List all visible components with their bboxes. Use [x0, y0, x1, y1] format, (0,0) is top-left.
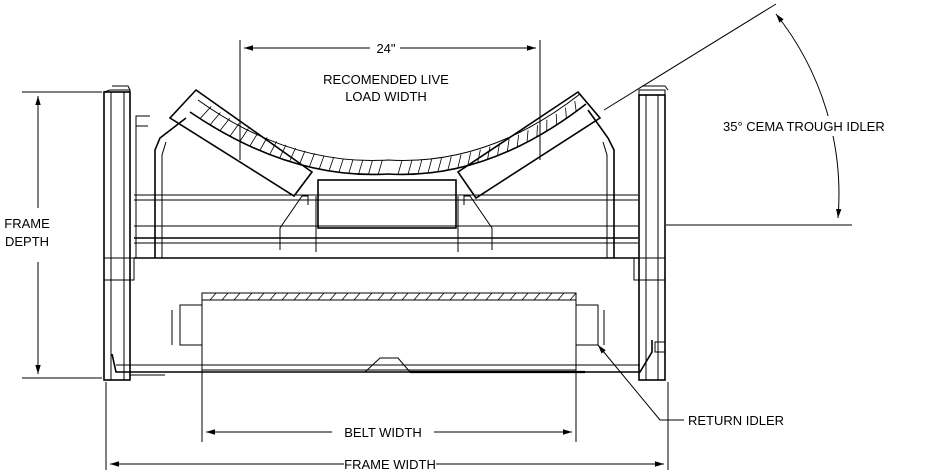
return-belt-hatch-line — [497, 292, 505, 301]
belt-hatch-line — [477, 149, 481, 163]
belt-hatch-line — [536, 125, 538, 137]
return-belt-hatch-line — [317, 292, 325, 301]
belt-hatch-line — [209, 112, 221, 126]
troughed-belt — [189, 93, 587, 176]
belt-hatch-line — [457, 154, 462, 169]
return-belt-hatch-line — [209, 292, 217, 301]
bottom-pan — [111, 340, 653, 374]
belt-hatch-line — [338, 158, 344, 173]
return-belt-hatch-line — [401, 292, 409, 301]
belt-hatch-line — [407, 160, 413, 175]
belt-hatch-line — [328, 156, 335, 172]
belt-hatch-line — [397, 160, 403, 175]
carry-idler-stands — [154, 109, 615, 258]
return-belt-hatch-line — [305, 292, 313, 301]
return-belt-hatch-line — [449, 292, 457, 301]
return-belt-hatch-line — [341, 292, 349, 301]
belt-hatch-line — [269, 141, 277, 155]
return-belt-hatch-line — [545, 292, 553, 301]
belt-hatch-line — [516, 134, 520, 148]
return-belt-hatch-line — [221, 292, 229, 301]
belt-hatch-line — [279, 144, 287, 159]
return-idler-label: RETURN IDLER — [688, 413, 784, 428]
return-belt-hatch-line — [293, 292, 301, 301]
trough-angle-label: 35° CEMA TROUGH IDLER — [723, 119, 885, 134]
belt-hatch-line — [447, 156, 452, 171]
belt-hatch-line — [239, 128, 249, 142]
trough-angle-dimension — [603, 3, 852, 226]
belt-hatch-line — [199, 106, 212, 119]
belt-hatch-line — [367, 160, 373, 175]
frame-depth-label-line2: DEPTH — [5, 234, 49, 249]
belt-width-label: BELT WIDTH — [344, 425, 422, 440]
belt-hatch-line — [565, 107, 567, 119]
return-belt-hatch-line — [353, 292, 361, 301]
frame-width-dimension — [105, 382, 669, 470]
belt-hatch-line — [289, 147, 296, 162]
return-belt-hatch-line — [461, 292, 469, 301]
return-belt-hatch-line — [329, 292, 337, 301]
angle-label-bg — [716, 116, 906, 136]
belt-hatch-line — [318, 155, 325, 170]
belt-hatch-line — [487, 146, 491, 160]
live-load-label-line2: LOAD WIDTH — [345, 89, 427, 104]
belt-hatch-line — [377, 160, 383, 175]
return-belt-hatch-line — [245, 292, 253, 301]
live-load-label-line1: RECOMENDED LIVE — [323, 72, 449, 87]
belt-hatch-line — [437, 158, 442, 172]
right-frame-side — [633, 85, 669, 381]
belt-hatch-line — [299, 150, 306, 165]
center-roll — [317, 179, 457, 229]
belt-hatch-line — [427, 159, 433, 174]
belt-hatch-line — [526, 130, 529, 143]
belt-hatch-line — [348, 159, 354, 174]
belt-hatch-line — [497, 142, 500, 156]
return-belt-hatch-line — [521, 292, 529, 301]
frame-depth-label-line1: FRAME — [4, 216, 50, 231]
return-belt-hatch-line — [413, 292, 421, 301]
belt-hatch-line — [417, 159, 423, 175]
dimension-24-label: 24" — [376, 41, 395, 56]
frame-depth-dimension — [22, 91, 102, 379]
return-belt-hatch-line — [485, 292, 493, 301]
belt-hatch-line — [259, 137, 268, 151]
return-belt-hatch-line — [569, 292, 577, 301]
belt-hatch-line — [229, 123, 240, 137]
return-belt-hatch-line — [425, 292, 433, 301]
right-wing-roll — [456, 90, 602, 200]
left-frame-side — [103, 85, 165, 381]
return-idler-leader — [597, 344, 684, 421]
left-wing-roll — [168, 88, 314, 198]
belt-hatch-line — [308, 153, 315, 168]
dimension-24in — [239, 40, 541, 160]
return-belt-hatch-line — [365, 292, 373, 301]
return-belt-hatch-line — [437, 292, 445, 301]
return-belt-hatch-line — [281, 292, 289, 301]
return-belt-hatch-line — [557, 292, 565, 301]
belt-hatch-line — [467, 152, 472, 166]
return-belt-hatch-line — [533, 292, 541, 301]
belt-width-dimension — [201, 300, 577, 442]
belt-hatch-line — [219, 117, 231, 131]
belt-hatch-line — [358, 160, 364, 175]
return-belt — [201, 292, 577, 301]
belt-hatch-line — [506, 139, 510, 152]
frame-width-label: FRAME WIDTH — [344, 457, 436, 472]
return-belt-hatch-line — [269, 292, 277, 301]
return-belt-hatch-line — [257, 292, 265, 301]
return-roll — [171, 299, 605, 371]
frame-rails — [134, 194, 638, 259]
return-belt-hatch-line — [377, 292, 385, 301]
belt-hatch-line — [574, 100, 577, 112]
belt-hatch-line — [249, 132, 259, 147]
return-belt-hatch-line — [509, 292, 517, 301]
return-belt-hatch-line — [473, 292, 481, 301]
return-belt-hatch-line — [389, 292, 397, 301]
return-belt-hatch-line — [233, 292, 241, 301]
